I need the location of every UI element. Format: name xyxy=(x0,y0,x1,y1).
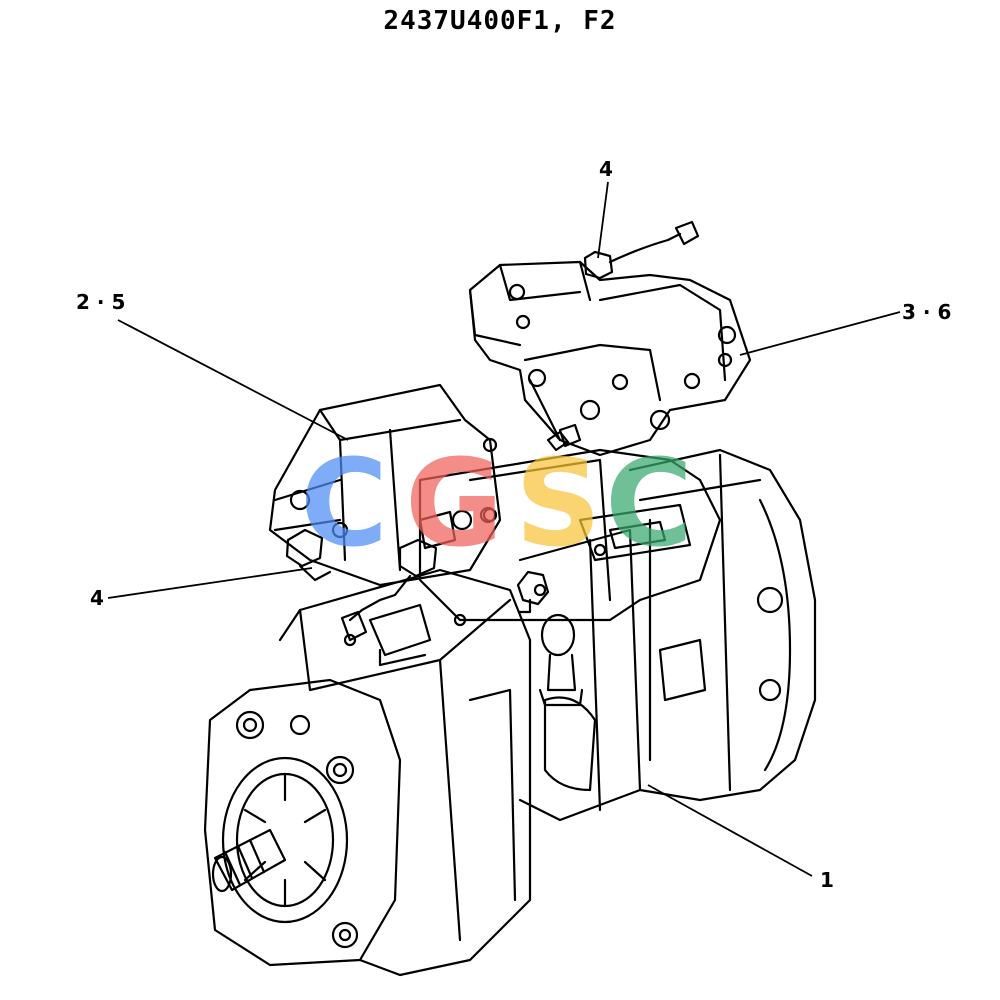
watermark-letter-s: S xyxy=(515,435,601,574)
callout-label-bottom-right: 1 xyxy=(820,868,834,892)
left-regulator xyxy=(268,383,502,642)
callout-label-left: 4 xyxy=(90,586,104,610)
leader-line-top xyxy=(597,181,609,259)
callout-label-upper-right: 3 · 6 xyxy=(902,300,952,324)
leader-line-upper-right xyxy=(739,311,901,356)
callout-label-top: 4 xyxy=(599,157,613,181)
watermark-letter-c2: C xyxy=(605,435,693,574)
callout-label-upper-left: 2 · 5 xyxy=(76,290,126,314)
upper-right-regulator xyxy=(468,220,752,457)
watermark-letter-g: G xyxy=(405,435,504,574)
cgsc-watermark-logo: C G S C xyxy=(300,435,693,574)
leader-line-left xyxy=(107,567,313,599)
leader-line-bottom-right xyxy=(647,784,813,877)
leader-line-upper-left xyxy=(117,319,349,441)
page-title: 2437U400F1, F2 xyxy=(383,6,617,36)
main-pump-body xyxy=(203,448,817,977)
watermark-letter-c1: C xyxy=(300,435,388,574)
leader-lines xyxy=(107,181,901,877)
upper-valve-block xyxy=(418,448,722,622)
